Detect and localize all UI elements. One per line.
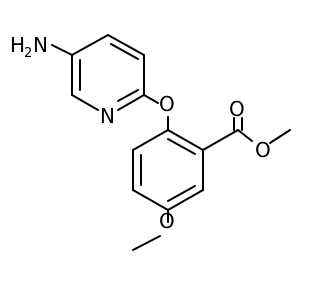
benzene-bond-1	[167, 129, 204, 151]
benzene-bond-3	[167, 189, 204, 211]
pyridine-double-bond-2	[110, 43, 139, 60]
ether-o-label: O	[159, 92, 175, 116]
amine-group: H 2 N	[10, 33, 73, 61]
ester-methyl-bond	[269, 129, 291, 144]
benzene-bond-4	[132, 189, 169, 211]
pyridine-bond-5	[71, 94, 99, 111]
ether-linkage: O	[143, 92, 175, 131]
ester-carbon-bond	[202, 129, 239, 151]
pyridine-double-bond-4	[117, 89, 139, 102]
benzene-double-bond-3	[167, 185, 196, 202]
pyridine-bond-4	[117, 94, 145, 111]
amine-h-label: H	[10, 33, 25, 57]
benzene-bond-6	[132, 129, 169, 151]
ester-o-bond	[237, 129, 253, 142]
methoxy-o-label: O	[159, 209, 175, 233]
pyridine-ring: N	[71, 34, 145, 128]
pyridine-bond-1	[71, 34, 109, 56]
amine-subscript: 2	[24, 46, 32, 61]
methoxy-methyl-bond	[132, 235, 161, 251]
amine-n-label: N	[33, 33, 48, 57]
ester-o-label: O	[255, 138, 271, 162]
pyridine-n-label: N	[100, 104, 115, 128]
molecule-diagram: H 2 N N O	[10, 33, 291, 251]
pyridine-bond-2	[107, 34, 145, 56]
benzene-double-bond-1	[167, 138, 196, 155]
methyl-ester-group: O O	[202, 97, 291, 162]
benzene-ring	[132, 129, 204, 211]
structure-canvas: H 2 N N O	[10, 33, 291, 251]
carbonyl-o-label: O	[229, 97, 245, 121]
amine-bond	[51, 44, 73, 56]
methoxy-group: O	[132, 209, 175, 251]
ether-bond-left	[143, 94, 159, 104]
